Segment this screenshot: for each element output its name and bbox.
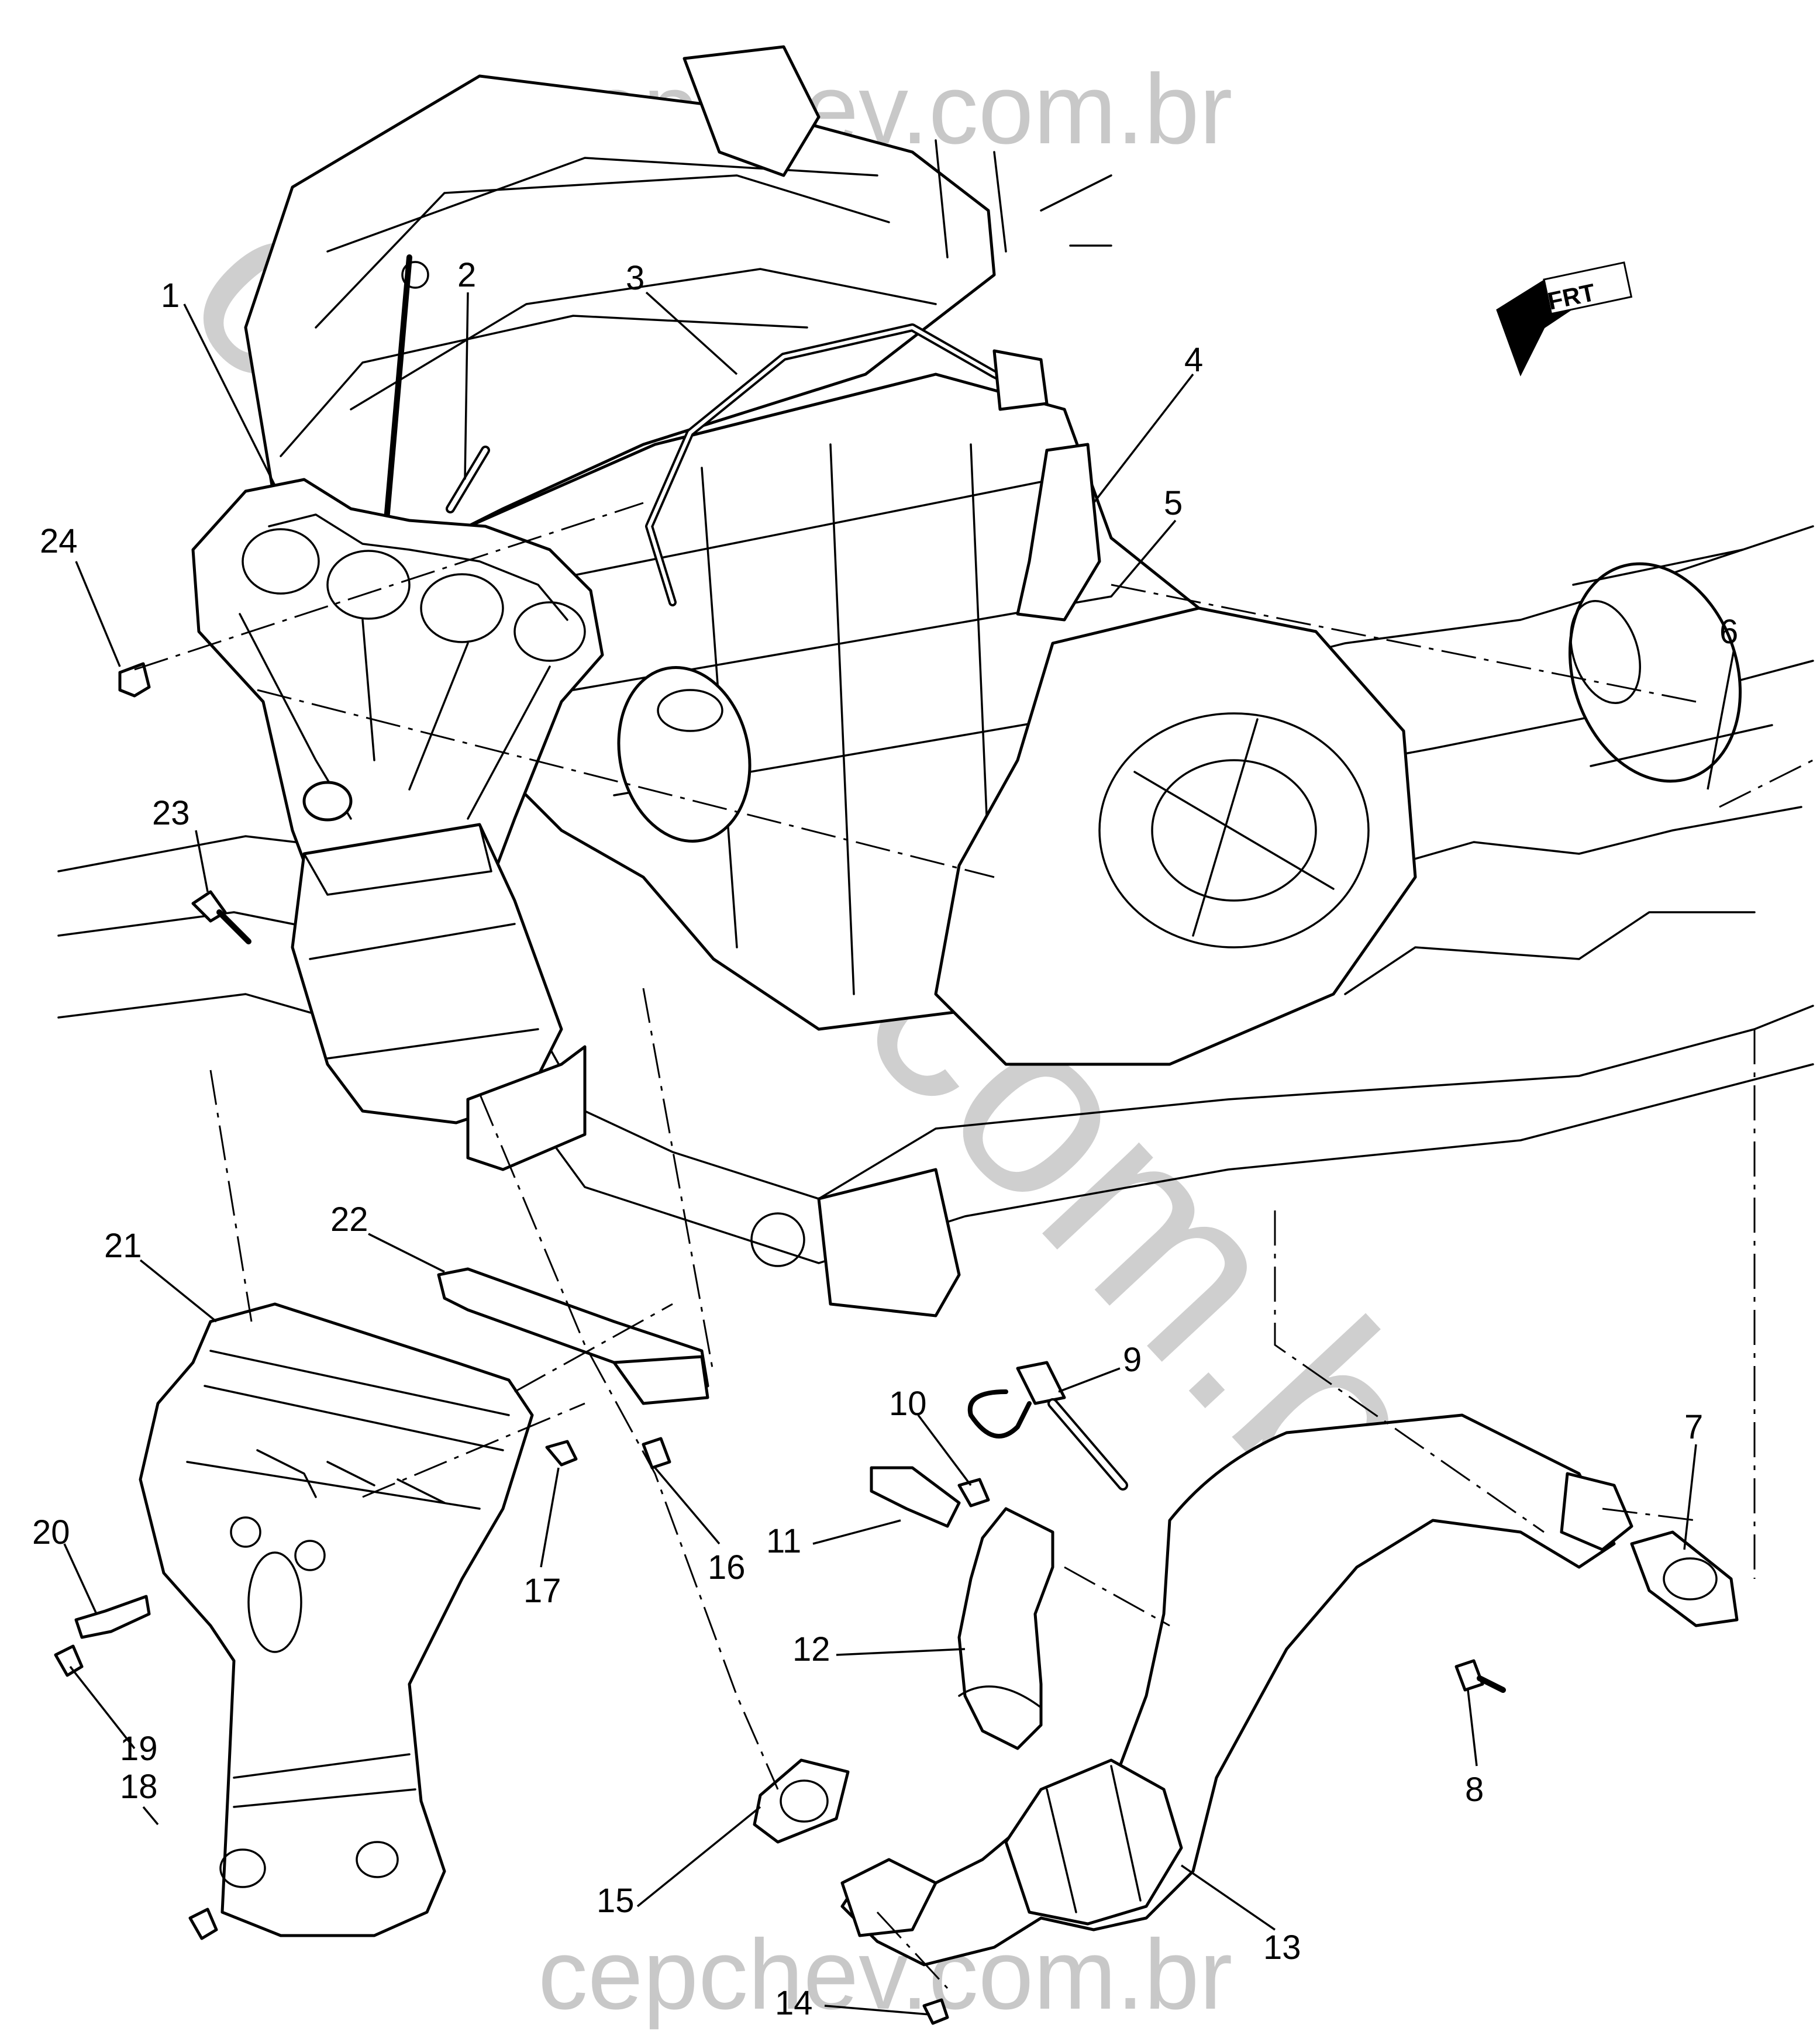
callout-19: 19 xyxy=(120,1730,158,1768)
callout-12: 12 xyxy=(792,1630,830,1668)
left-hardware xyxy=(54,1440,578,1940)
exhaust-pipe-seal xyxy=(957,1507,1054,1750)
front-exhaust-pipe xyxy=(753,1413,1739,2025)
callout-7: 7 xyxy=(1684,1408,1703,1446)
oxygen-sensor-assembly xyxy=(870,1361,1128,1528)
callout-22: 22 xyxy=(330,1201,368,1239)
callout-3: 3 xyxy=(626,259,644,297)
callout-14: 14 xyxy=(775,1984,813,2022)
callout-13: 13 xyxy=(1263,1929,1301,1967)
leader-lines xyxy=(63,291,1735,2016)
exhaust-manifold-heat-shield xyxy=(139,1302,534,1937)
callout-10: 10 xyxy=(889,1385,927,1423)
callout-16: 16 xyxy=(708,1548,746,1586)
callout-5: 5 xyxy=(1164,484,1183,522)
callout-6: 6 xyxy=(1719,613,1738,651)
callout-23: 23 xyxy=(152,794,190,832)
catalytic-converter-bracket xyxy=(437,1267,709,1470)
callout-9: 9 xyxy=(1123,1341,1142,1379)
callout-8: 8 xyxy=(1465,1771,1484,1809)
callout-20: 20 xyxy=(32,1513,70,1551)
callout-15: 15 xyxy=(597,1882,635,1920)
callout-2: 2 xyxy=(457,256,476,294)
exhaust-manifold-upper xyxy=(118,478,604,1171)
callout-17: 17 xyxy=(523,1572,561,1610)
engine-assembly xyxy=(244,45,1417,1066)
vehicle-subframe xyxy=(57,525,1814,1317)
callout-18: 18 xyxy=(120,1768,158,1806)
alignment-lines xyxy=(134,502,1814,1989)
callout-1: 1 xyxy=(161,277,180,315)
callout-11: 11 xyxy=(766,1522,801,1560)
callout-labels: 1 2 3 4 5 6 7 8 9 10 11 12 13 14 15 16 1… xyxy=(32,256,1738,2022)
callout-24: 24 xyxy=(40,522,78,560)
callout-21: 21 xyxy=(104,1227,142,1265)
callout-4: 4 xyxy=(1184,341,1203,379)
front-direction-badge: FRT xyxy=(1496,261,1633,377)
